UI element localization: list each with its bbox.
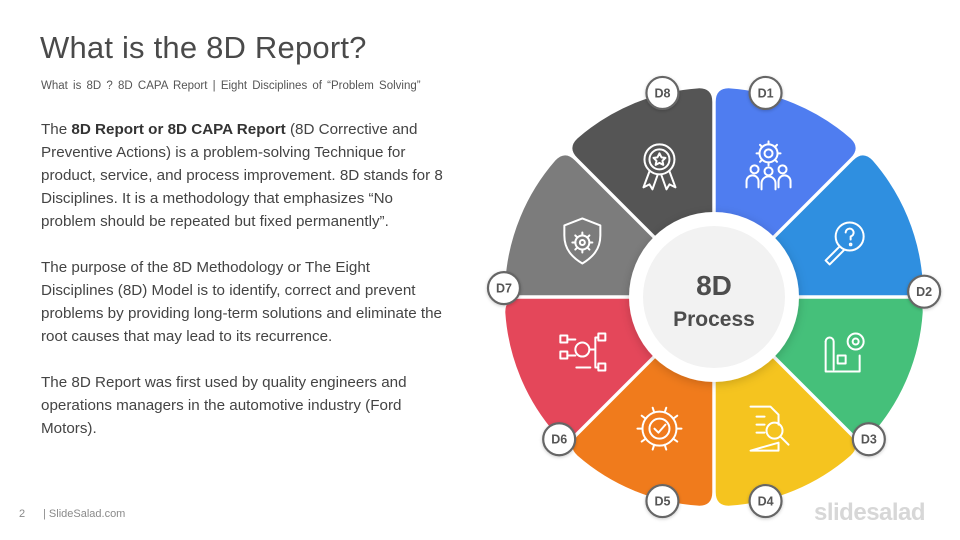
badge-label: D1: [758, 86, 774, 100]
footer-site: | SlideSalad.com: [43, 508, 126, 520]
badge-d6: D6: [542, 422, 577, 457]
center-title: 8D: [696, 270, 732, 301]
badge-label: D3: [861, 433, 877, 447]
badge-d7: D7: [486, 270, 522, 306]
award-medal-icon: [642, 143, 677, 191]
blueprint-gear-icon: [824, 332, 865, 373]
badge-label: D5: [654, 495, 670, 509]
paragraph-history: The 8D Report was first used by quality …: [41, 374, 407, 437]
page-number: 2: [19, 508, 26, 520]
badge-d8: D8: [645, 75, 680, 111]
brand-logo: slidesalad: [814, 499, 926, 526]
gear-check-icon: [636, 406, 683, 451]
badge-d3: D3: [851, 422, 886, 457]
badge-d2: D2: [907, 274, 942, 309]
badge-label: D7: [496, 282, 512, 296]
page-subtitle: What is 8D ? 8D CAPA Report | Eight Disc…: [41, 80, 421, 92]
paragraph-lead: The: [41, 121, 72, 138]
paragraph-strong: 8D Report or 8D CAPA Report: [71, 121, 286, 138]
shield-gear-icon: [563, 217, 602, 265]
badge-d1: D1: [748, 75, 783, 111]
center-subtitle: Process: [673, 308, 755, 331]
paragraph-rest: (8D Corrective and Preventive Actions) i…: [41, 121, 443, 230]
description: The 8D Report or 8D CAPA Report (8D Corr…: [41, 118, 446, 463]
badge-label: D8: [654, 86, 670, 100]
page-title: What is the 8D Report?: [40, 30, 367, 65]
process-flow-icon: [559, 332, 607, 372]
badge-label: D4: [758, 495, 774, 509]
document-search-icon: [749, 405, 790, 452]
paragraph-purpose: The purpose of the 8D Methodology or The…: [41, 259, 442, 345]
badge-d5: D5: [645, 483, 680, 519]
center-disc: 8D Process: [629, 212, 799, 382]
paragraph-definition: The 8D Report or 8D CAPA Report (8D Corr…: [41, 118, 446, 233]
badge-label: D6: [551, 433, 567, 447]
team-gear-icon: [745, 140, 792, 191]
badge-d4: D4: [748, 483, 783, 519]
magnifier-question-icon: [824, 221, 865, 266]
badge-label: D2: [916, 285, 932, 299]
